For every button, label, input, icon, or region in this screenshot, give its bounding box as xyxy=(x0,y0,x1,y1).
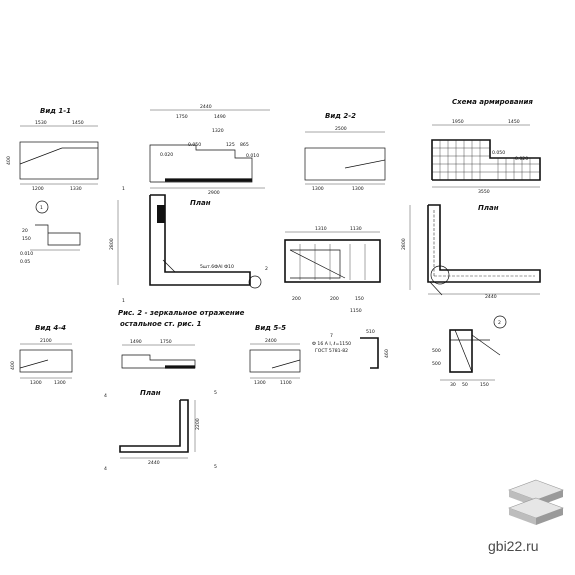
dim-label: 1490 xyxy=(214,114,226,120)
dim-label: 0.010 xyxy=(246,153,259,159)
dim-label: 200 xyxy=(330,296,339,302)
dim-label: 2440 xyxy=(148,460,160,466)
view-1-1: Вид 1-1 1530 1450 1200 1330 400 xyxy=(6,107,99,192)
dim-label: 865 xyxy=(240,142,249,148)
dim-label: 1100 xyxy=(280,380,292,386)
reinforcement-heading: Схема армирования xyxy=(452,98,533,106)
plan-bottom: План 4 4 5 5 2200 2440 xyxy=(104,389,217,472)
dim-label: 0.020 xyxy=(160,152,173,158)
callout-circle xyxy=(35,200,49,214)
figure-note-line2: остальное ст. рис. 1 xyxy=(120,320,202,328)
view-2-2: Вид 2-2 2500 1300 1300 xyxy=(304,112,386,192)
plan-middle: План 1 1 2800 5шт.6ФАI Ф10 2 xyxy=(109,186,268,304)
dim-label: 0.010 xyxy=(20,251,33,257)
dim-label: 2440 xyxy=(485,294,497,300)
dim-label: 1200 xyxy=(32,186,44,192)
section-mark: 2 xyxy=(265,266,268,272)
dim-label: 30 xyxy=(450,382,456,388)
callout-circle xyxy=(493,315,507,329)
rebar-grid xyxy=(432,140,540,180)
dim-label: 50 xyxy=(462,382,468,388)
section-mark: 5 xyxy=(214,464,217,470)
callout-number: 1 xyxy=(40,205,43,211)
figure-note-line1: Рис. 2 - зеркальное отражение xyxy=(118,309,245,317)
wall-section xyxy=(157,205,165,223)
section-mark: 1 xyxy=(122,298,125,304)
dim-label: 1450 xyxy=(72,120,84,126)
dim-label: 400 xyxy=(6,156,12,165)
dim-label: 150 xyxy=(480,382,489,388)
plan-right: План 2800 2440 xyxy=(401,204,541,300)
dim-label: 1150 xyxy=(350,308,362,314)
dim-label: 2800 xyxy=(401,238,407,250)
dim-label: 460 xyxy=(384,349,390,358)
rebar-spec: 7 Ф 16 А I, ℓ=1150 ГОСТ 5781-82 510 460 xyxy=(312,329,390,369)
dim-label: 2100 xyxy=(40,338,52,344)
section-mark: 4 xyxy=(104,393,107,399)
detail-1: 1 20 150 0.010 0.05 xyxy=(20,200,81,265)
dim-label: 1310 xyxy=(315,226,327,232)
dim-label: 1950 xyxy=(452,119,464,125)
dim-label: 150 xyxy=(22,236,31,242)
detail-2: 2 500 500 30 50 150 xyxy=(432,315,507,388)
dim-label: 200 xyxy=(292,296,301,302)
dim-label: 1300 xyxy=(312,186,324,192)
plan-right-heading: План xyxy=(478,204,499,212)
dim-label: 150 xyxy=(355,296,364,302)
dim-label: 1450 xyxy=(508,119,520,125)
figure-note: Рис. 2 - зеркальное отражение остальное … xyxy=(118,309,245,328)
dim-label: 1300 xyxy=(352,186,364,192)
dim-label: 1300 xyxy=(30,380,42,386)
view-2-heading: Вид 2-2 xyxy=(325,112,356,120)
callout-number: 2 xyxy=(498,320,501,326)
dim-label: 3550 xyxy=(478,189,490,195)
view-4-4: Вид 4-4 2100 1300 1300 400 xyxy=(10,324,73,386)
dim-label: 2200 xyxy=(195,418,201,430)
stacked-slabs-icon xyxy=(508,479,564,525)
dim-label: 2900 xyxy=(208,190,220,196)
dim-label: 1320 xyxy=(212,128,224,134)
view-5-5: Вид 5-5 2400 1300 1100 xyxy=(249,324,301,386)
spec-position: 7 xyxy=(330,333,333,339)
dim-label: 1330 xyxy=(70,186,82,192)
dim-label: 1300 xyxy=(54,380,66,386)
dim-label: 2500 xyxy=(335,126,347,132)
dim-label: 400 xyxy=(10,361,16,370)
dim-label: 1300 xyxy=(254,380,266,386)
dim-label: 500 xyxy=(432,348,441,354)
site-watermark: gbi22.ru xyxy=(488,538,539,554)
plan-top-heading: План xyxy=(190,199,211,207)
dim-label: 2400 xyxy=(265,338,277,344)
view-1-heading: Вид 1-1 xyxy=(40,107,71,115)
dim-label: 510 xyxy=(366,329,375,335)
dim-label: 0.020 xyxy=(515,156,528,162)
dim-label: 1750 xyxy=(160,339,172,345)
section-mark: 1 xyxy=(122,186,125,192)
dim-label: 0.05 xyxy=(20,259,30,265)
dim-label: 125 xyxy=(226,142,235,148)
dim-label: 20 xyxy=(22,228,28,234)
dim-label: 5шт.6ФАI Ф10 xyxy=(200,264,234,270)
dim-label: 1490 xyxy=(130,339,142,345)
dim-label: 2440 xyxy=(200,104,212,110)
dim-label: 0.050 xyxy=(492,150,505,156)
dim-label: 0.050 xyxy=(188,142,201,148)
view-4-heading: Вид 4-4 xyxy=(35,324,66,332)
dim-label: 2800 xyxy=(109,238,115,250)
spec-line1: Ф 16 А I, ℓ=1150 xyxy=(312,341,351,347)
dim-label: 500 xyxy=(432,361,441,367)
dim-label: 1530 xyxy=(35,120,47,126)
reinforcement-scheme: Схема армирования 1950 1450 0.050 0.020 … xyxy=(431,98,541,195)
profile-section: 2440 1750 1490 1320 0.050 125 865 0.010 … xyxy=(149,104,270,196)
section-mark: 5 xyxy=(214,390,217,396)
plan-bottom-heading: План xyxy=(140,389,161,397)
dim-label: 1750 xyxy=(176,114,188,120)
spec-line2: ГОСТ 5781-82 xyxy=(315,348,348,354)
plan-reinforcement-middle: 1310 1130 200 200 150 1150 xyxy=(284,226,381,314)
view-5-heading: Вид 5-5 xyxy=(255,324,286,332)
dim-label: 1130 xyxy=(350,226,362,232)
section-mark: 4 xyxy=(104,466,107,472)
profile-section-2: 1490 1750 xyxy=(121,339,196,369)
